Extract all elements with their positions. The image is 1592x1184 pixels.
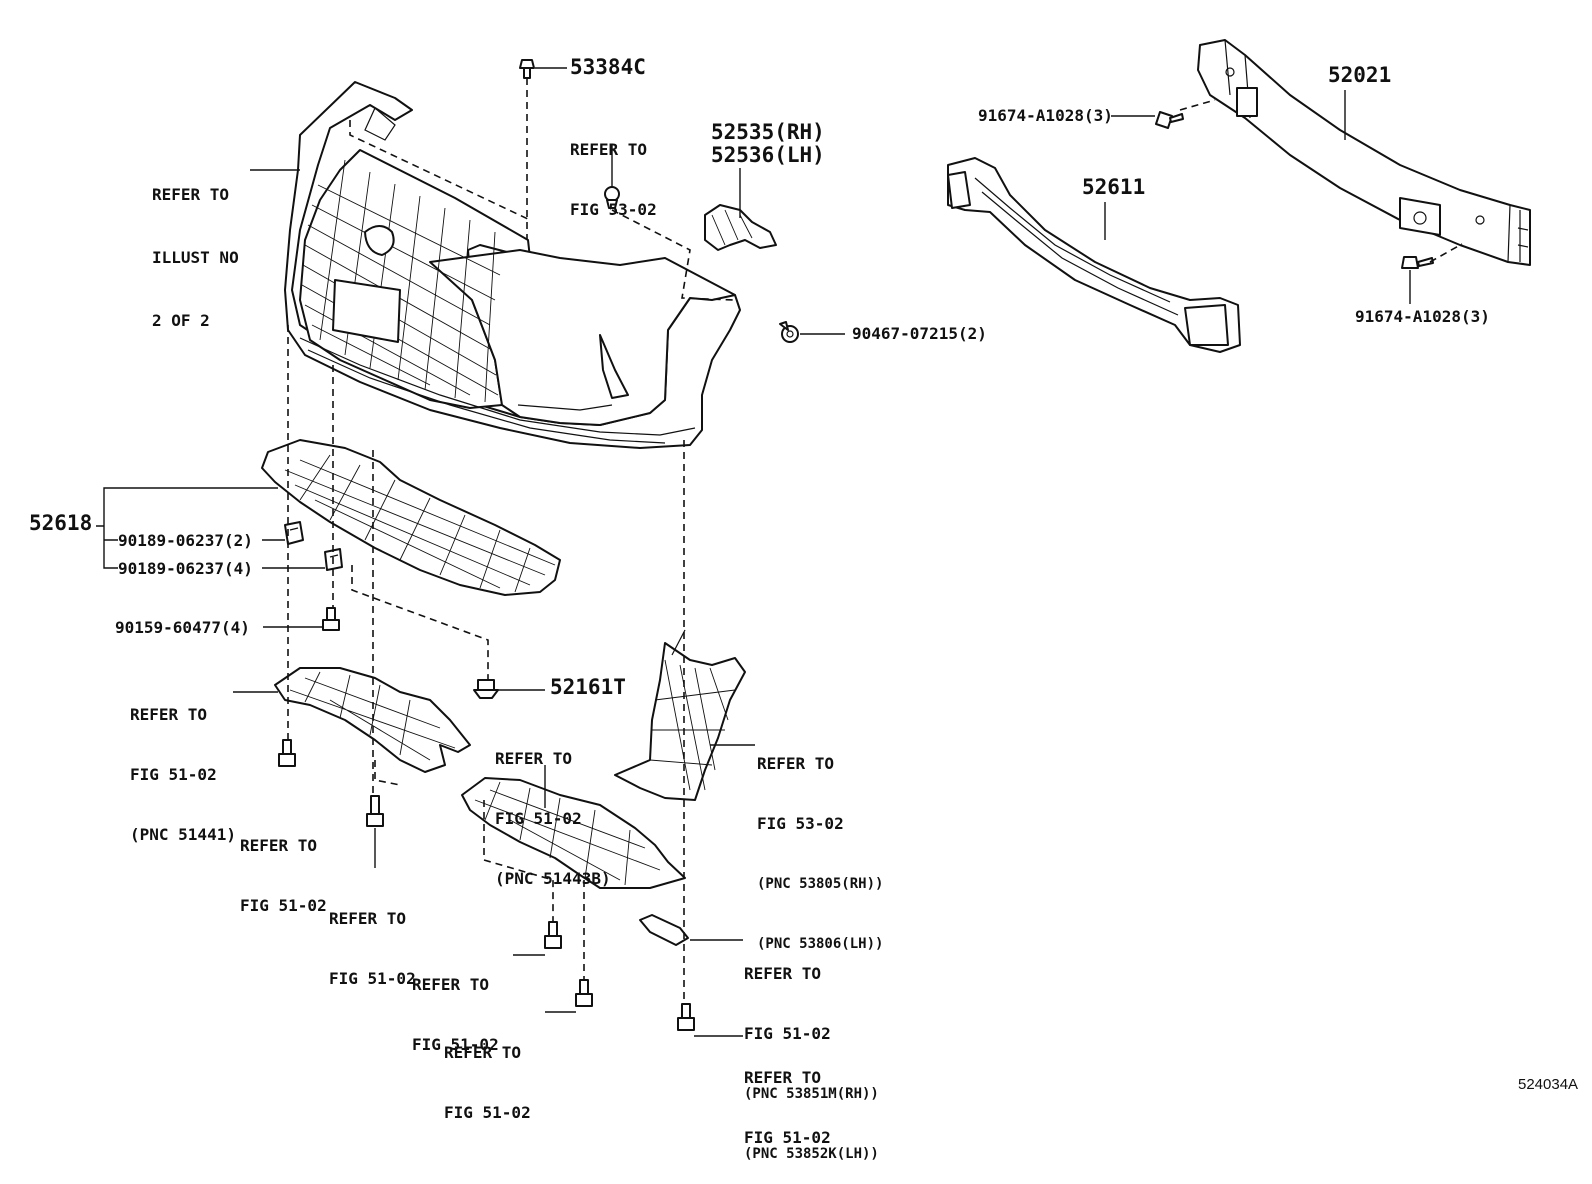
bolt-90159[interactable]	[322, 607, 340, 631]
refer-51-02-c-line1: REFER TO	[412, 975, 490, 994]
refer-53805-line4: (PNC 53806(LH))	[757, 936, 884, 952]
refer-53805-line3: (PNC 53805(RH))	[757, 876, 884, 892]
energy-absorber-52611[interactable]	[947, 157, 1241, 353]
refer-51441-line1: REFER TO	[130, 705, 208, 724]
diagram-id: 524034A	[1518, 1076, 1579, 1093]
callout-refer-51-02-e[interactable]: REFER TO FIG 51-02	[744, 1028, 831, 1168]
refer-51-02-d-line1: REFER TO	[444, 1043, 522, 1062]
refer-53805-line1: REFER TO	[757, 754, 835, 773]
refer-51443b-line2: FIG 51-02	[495, 809, 582, 828]
callout-53384c[interactable]: 53384C	[570, 55, 646, 79]
refer-51443b-line3: (PNC 51443B)	[495, 869, 611, 888]
callout-refer-51443b[interactable]: REFER TO FIG 51-02 (PNC 51443B)	[495, 709, 611, 909]
refer-51-02-a-line1: REFER TO	[240, 836, 318, 855]
callout-90159[interactable]: 90159-60477(4)	[115, 618, 250, 637]
refer-51-02-b-line1: REFER TO	[329, 909, 407, 928]
refer-51-02-b-line2: FIG 51-02	[329, 969, 416, 988]
nut-90189-2[interactable]	[284, 521, 304, 545]
callout-90189-2[interactable]: 90189-06237(2)	[118, 531, 253, 550]
refer-53-02-top-line1: REFER TO	[570, 140, 648, 159]
callout-90189-4[interactable]: 90189-06237(4)	[118, 559, 253, 578]
refer-53851-line2: FIG 51-02	[744, 1024, 831, 1043]
refer-51-02-e-line1: REFER TO	[744, 1068, 822, 1087]
callout-52535[interactable]: 52535(RH)	[711, 120, 825, 144]
refer-51-02-e-line2: FIG 51-02	[744, 1128, 831, 1147]
bolt-refer-c[interactable]	[544, 921, 562, 949]
refer-illust-line3: 2 OF 2	[152, 311, 210, 330]
callout-91674-top[interactable]: 91674-A1028(3)	[978, 106, 1113, 125]
clip-90467[interactable]	[779, 321, 799, 343]
callout-refer-51-02-d[interactable]: REFER TO FIG 51-02	[444, 1003, 531, 1143]
refer-illust-line2: ILLUST NO	[152, 248, 239, 267]
front-bumper-cover[interactable]	[284, 81, 741, 449]
clip-52161t[interactable]	[473, 679, 499, 699]
leader-lines	[96, 67, 1411, 1037]
callout-91674-bottom[interactable]: 91674-A1028(3)	[1355, 307, 1490, 326]
refer-53851-line3: (PNC 53851M(RH))	[744, 1086, 879, 1102]
callout-refer-53-02-top[interactable]: REFER TO FIG 53-02	[570, 100, 657, 240]
refer-53-02-top-line2: FIG 53-02	[570, 200, 657, 219]
refer-illust-line1: REFER TO	[152, 185, 230, 204]
callout-52618[interactable]: 52618	[29, 511, 93, 535]
refer-51-02-a-line2: FIG 51-02	[240, 896, 327, 915]
assembly-lines	[287, 78, 1463, 1004]
parts-diagram	[96, 39, 1531, 1037]
fender-liner-53805[interactable]	[614, 629, 746, 801]
callout-52161t[interactable]: 52161T	[550, 675, 626, 699]
bolt-53384c[interactable]	[519, 59, 535, 79]
engine-under-cover-52618[interactable]	[261, 439, 561, 596]
bolt-refer-a[interactable]	[278, 739, 296, 767]
bolt-refer-d[interactable]	[575, 979, 593, 1007]
screw-refer-b[interactable]	[366, 795, 384, 827]
bracket-53851m[interactable]	[639, 914, 689, 946]
under-cover-51443b[interactable]	[461, 777, 686, 889]
callout-52021[interactable]: 52021	[1328, 63, 1392, 87]
bolt-refer-e[interactable]	[677, 1003, 695, 1031]
refer-51443b-line1: REFER TO	[495, 749, 573, 768]
bolt-91674-top[interactable]	[1155, 111, 1184, 129]
bumper-reinforcement-52021[interactable]	[1197, 39, 1531, 266]
callout-refer-51441[interactable]: REFER TO FIG 51-02 (PNC 51441)	[130, 665, 236, 865]
callout-refer-53805[interactable]: REFER TO FIG 53-02 (PNC 53805(RH)) (PNC …	[757, 714, 883, 974]
refer-51-02-d-line2: FIG 51-02	[444, 1103, 531, 1122]
callout-90467[interactable]: 90467-07215(2)	[852, 324, 987, 343]
callout-refer-51-02-b[interactable]: REFER TO FIG 51-02	[329, 869, 416, 1009]
callout-52611[interactable]: 52611	[1082, 175, 1146, 199]
callout-refer-51-02-a[interactable]: REFER TO FIG 51-02	[240, 796, 327, 936]
clip-refer-53-02[interactable]	[604, 186, 620, 209]
refer-51-02-c-line2: FIG 51-02	[412, 1035, 499, 1054]
bolt-91674-bottom[interactable]	[1401, 256, 1434, 269]
callout-refer-illust[interactable]: REFER TO ILLUST NO 2 OF 2	[152, 142, 239, 352]
refer-53805-line2: FIG 53-02	[757, 814, 844, 833]
bumper-side-support-52535[interactable]	[704, 204, 777, 251]
refer-51441-line3: (PNC 51441)	[130, 825, 236, 844]
callout-52536[interactable]: 52536(LH)	[711, 143, 825, 167]
refer-51441-line2: FIG 51-02	[130, 765, 217, 784]
refer-53851-line1: REFER TO	[744, 964, 822, 983]
callout-refer-51-02-c[interactable]: REFER TO FIG 51-02	[412, 935, 499, 1075]
